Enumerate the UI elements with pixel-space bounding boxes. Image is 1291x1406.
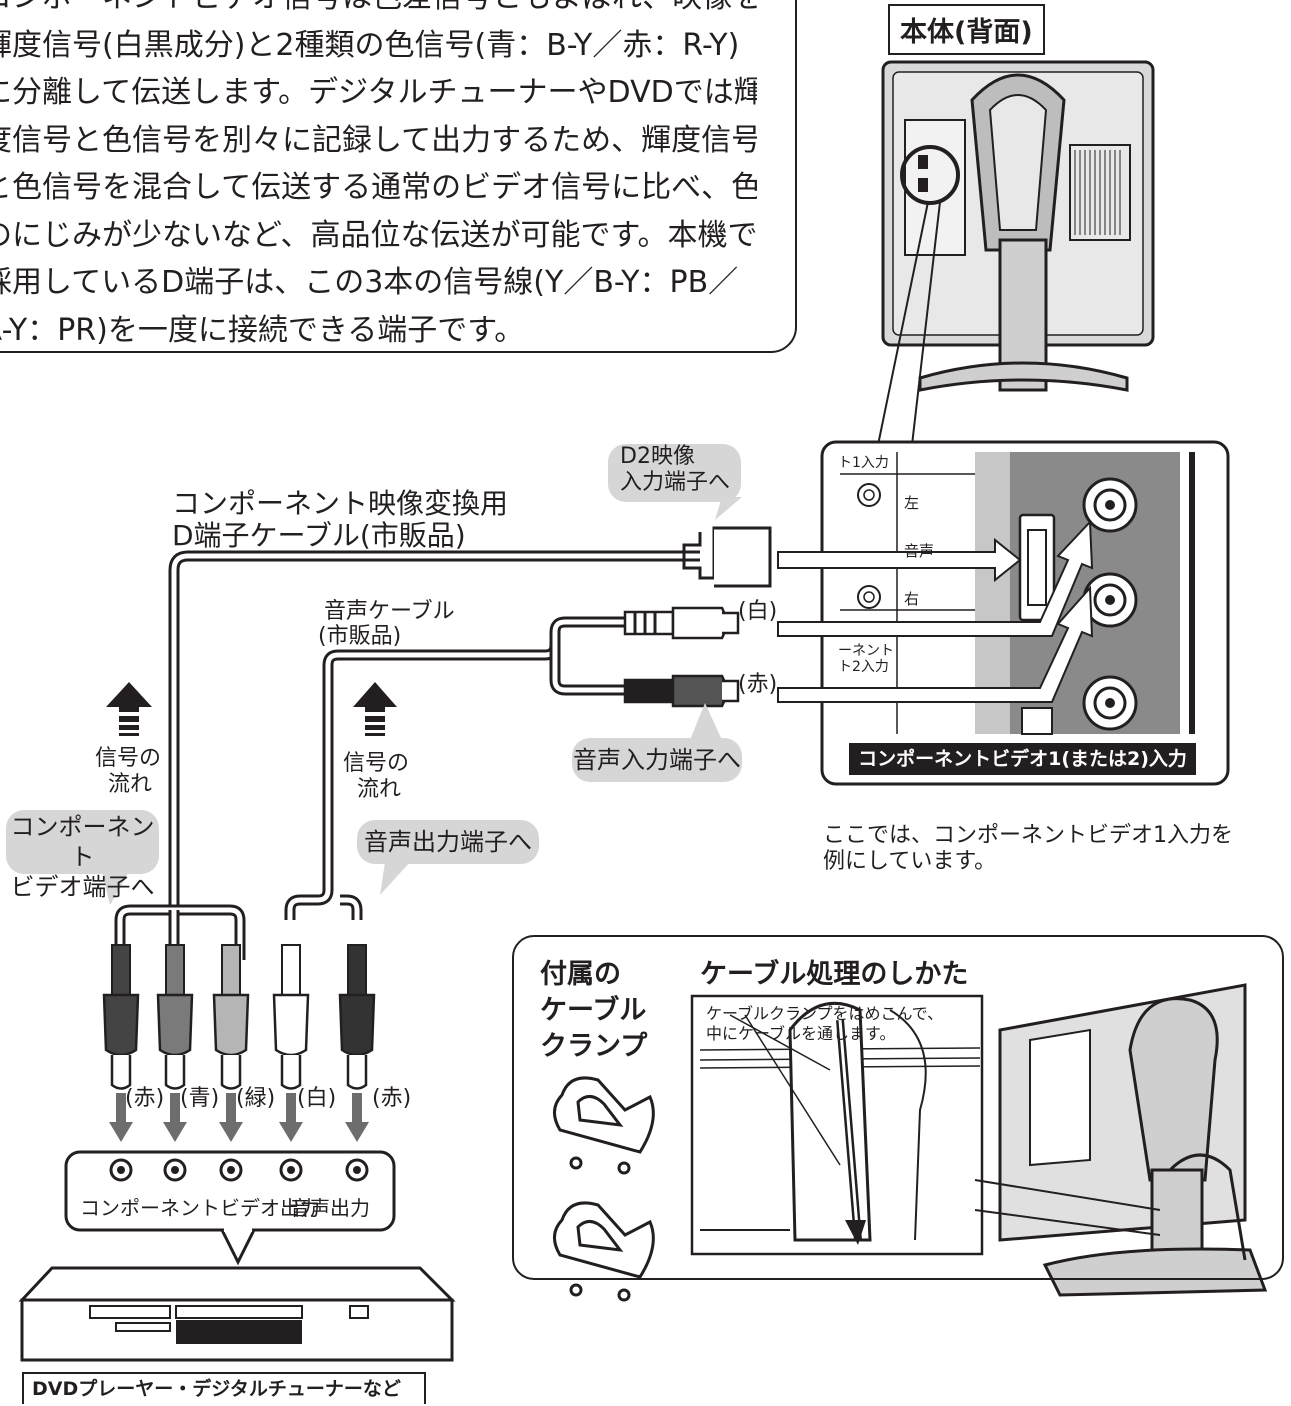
bubble-line: コンポーネント bbox=[10, 813, 155, 871]
audio-cable-label: 音声ケーブル bbox=[324, 599, 455, 624]
plug-green bbox=[212, 944, 250, 1090]
audio-plug-white bbox=[623, 606, 740, 640]
panel-label-left: 左 bbox=[904, 494, 920, 512]
plug-label-white: (白) bbox=[297, 1086, 337, 1111]
plug-white bbox=[272, 944, 310, 1090]
flow-arrow bbox=[353, 682, 397, 736]
panel-label-input1: ト1入力 bbox=[838, 455, 889, 471]
rca-jack bbox=[1082, 675, 1138, 731]
panel-label-component: ーネント bbox=[838, 643, 894, 659]
clamp-accessory-label: 付属の bbox=[540, 959, 621, 990]
output-audio-label: 音声出力 bbox=[290, 1196, 370, 1220]
intro-line: コンポーネントビデオ信号は色差信号ともよばれ、映像を bbox=[0, 0, 757, 15]
panel-note: ここでは、コンポーネントビデオ1入力を bbox=[823, 823, 1233, 848]
clamp-title: ケーブル処理のしかた bbox=[700, 959, 969, 990]
white-label: (白) bbox=[738, 599, 778, 624]
cable-clamp-panel bbox=[512, 935, 1284, 1280]
flow-label: 信号の bbox=[343, 751, 410, 776]
panel-label-input2: ト2入力 bbox=[838, 659, 889, 675]
audio-cable-label: (市販品) bbox=[318, 624, 402, 649]
flow-label: 流れ bbox=[108, 772, 153, 797]
bubble-line: D2映像 bbox=[620, 444, 695, 469]
plug-red-audio bbox=[338, 944, 376, 1090]
tv-rear-illustration bbox=[881, 60, 1155, 392]
down-arrows bbox=[109, 1093, 369, 1142]
d-terminal bbox=[1018, 513, 1056, 735]
dvd-player-illustration bbox=[18, 1266, 456, 1362]
d-cable-label: コンポーネント映像変換用 bbox=[172, 487, 509, 520]
flow-label: 信号の bbox=[95, 746, 162, 771]
plug-blue bbox=[156, 944, 194, 1090]
plug-label-blue: (青) bbox=[180, 1086, 220, 1111]
intro-line: 採用しているD端子は、この3本の信号線(Y／B-Y：PB／ bbox=[0, 265, 739, 300]
caption-bar: コンポーネントビデオ1(または2)入力 bbox=[849, 743, 1196, 775]
device-label: DVDプレーヤー・デジタルチューナーなど bbox=[22, 1372, 426, 1404]
intro-line: R-Y：PR)を一度に接続できる端子です。 bbox=[0, 312, 525, 348]
plug-label-red-audio: (赤) bbox=[372, 1086, 412, 1111]
panel-label-audio: 音声 bbox=[904, 542, 935, 560]
tv-side-illustration bbox=[974, 983, 1268, 1297]
intro-text: コンポーネントビデオ信号は色差信号ともよばれ、映像を 輝度信号(白黒成分)と2種… bbox=[0, 0, 757, 354]
audio-out-bubble: 音声出力端子へ bbox=[357, 820, 539, 864]
intro-line: に分離して伝送します。デジタルチューナーやDVDでは輝 bbox=[0, 75, 757, 110]
panel-label-right: 右 bbox=[904, 590, 920, 608]
plug-red bbox=[102, 944, 140, 1090]
d-cable-label: D端子ケーブル(市販品) bbox=[172, 519, 466, 552]
output-video-label: コンポーネントビデオ出力 bbox=[80, 1196, 320, 1220]
audio-input-bubble: 音声入力端子へ bbox=[572, 738, 742, 782]
cable-routing-illustration bbox=[690, 994, 984, 1256]
intro-line: 輝度信号(白黒成分)と2種類の色信号(青：B-Y／赤：R-Y) bbox=[0, 27, 740, 63]
arrow bbox=[777, 519, 1094, 637]
clamp-accessory-label: ケーブル bbox=[540, 995, 647, 1026]
d2-input-bubble: D2映像 入力端子へ bbox=[608, 444, 741, 502]
arrow bbox=[777, 537, 1022, 583]
intro-line: のにじみが少ないなど、高品位な伝送が可能です。本機で bbox=[0, 217, 757, 253]
intro-line: と色信号を混合して伝送する通常のビデオ信号に比べ、色 bbox=[0, 170, 757, 205]
panel-note: 例にしています。 bbox=[823, 849, 997, 874]
input-panel-zoom bbox=[820, 440, 1230, 786]
bubble-line: 入力端子へ bbox=[620, 470, 731, 495]
component-bubble: コンポーネント ビデオ端子へ bbox=[6, 810, 159, 901]
plug-label-green: (緑) bbox=[236, 1086, 276, 1111]
audio-plug-red bbox=[623, 674, 740, 708]
clamp-illustration bbox=[553, 1076, 655, 1302]
plug-label-red: (赤) bbox=[125, 1086, 165, 1111]
flow-label: 流れ bbox=[357, 777, 402, 802]
flow-arrow bbox=[106, 682, 152, 736]
bubble-line: ビデオ端子へ bbox=[10, 873, 155, 901]
tv-rear-header: 本体(背面) bbox=[888, 4, 1045, 55]
rca-jack bbox=[1082, 477, 1138, 533]
intro-line: 度信号と色信号を別々に記録して出力するため、輝度信号 bbox=[0, 122, 757, 158]
clamp-note: ケーブルクランプをはめこんで、 bbox=[706, 1004, 944, 1023]
clamp-accessory-label: クランプ bbox=[540, 1031, 648, 1062]
clamp-note: 中にケーブルを通します。 bbox=[706, 1024, 896, 1043]
red-label: (赤) bbox=[738, 672, 778, 697]
arrow bbox=[777, 585, 1094, 703]
intro-box: コンポーネントビデオ信号は色差信号ともよばれ、映像を 輝度信号(白黒成分)と2種… bbox=[0, 0, 797, 353]
